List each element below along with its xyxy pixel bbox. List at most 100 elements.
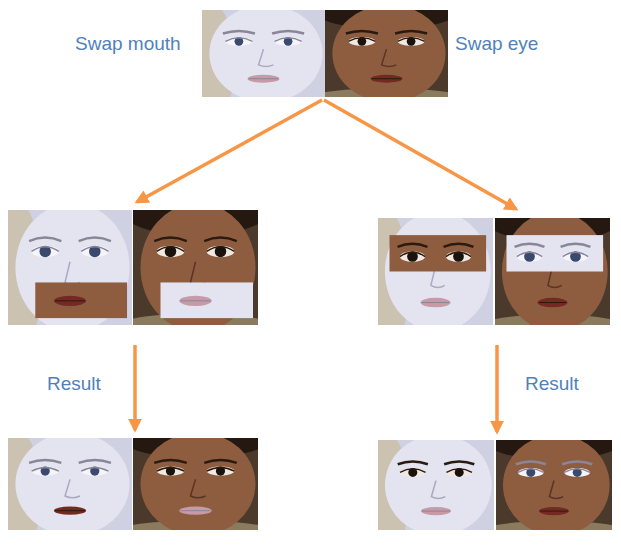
lips xyxy=(538,298,568,308)
eyelid xyxy=(207,467,235,471)
eyebrow xyxy=(154,460,187,463)
face-skin xyxy=(385,440,492,530)
flow-arrow xyxy=(495,345,499,432)
face-skin xyxy=(209,10,322,97)
lip-line xyxy=(422,511,450,512)
face-photo xyxy=(496,440,612,530)
lip-line xyxy=(249,78,279,79)
eyelid xyxy=(157,247,185,252)
eyelid xyxy=(398,38,425,41)
eye-white xyxy=(207,467,235,476)
face-skin xyxy=(15,210,129,325)
lip-line xyxy=(540,511,568,512)
eye-white xyxy=(157,467,185,476)
nose xyxy=(431,481,445,499)
eyebrow xyxy=(444,244,474,247)
lip-line xyxy=(422,302,450,303)
eyelid xyxy=(348,38,375,41)
step-label: Result xyxy=(523,373,581,396)
face-skin xyxy=(502,218,608,325)
lips xyxy=(371,75,403,83)
eyelid xyxy=(446,469,472,473)
face-photo xyxy=(133,438,258,530)
lips xyxy=(421,298,451,308)
swapped-patch xyxy=(507,235,604,271)
lips xyxy=(179,507,212,515)
step-label: Swap eye xyxy=(453,33,540,56)
eyebrow xyxy=(398,462,428,465)
eyebrow xyxy=(395,31,427,34)
face-photo xyxy=(378,218,493,325)
nose xyxy=(191,479,206,497)
face-skin xyxy=(385,218,491,325)
eyelid xyxy=(518,469,544,473)
eyebrow xyxy=(154,238,187,241)
nose xyxy=(549,481,563,499)
eye-white xyxy=(398,37,425,46)
eyelid xyxy=(157,467,185,471)
flow-arrow xyxy=(324,100,516,209)
eyebrow xyxy=(516,462,546,465)
eye-white xyxy=(225,37,252,46)
lips xyxy=(54,507,86,515)
face-photo xyxy=(133,210,258,325)
eyebrow xyxy=(204,238,237,241)
eyebrow xyxy=(515,244,545,247)
eye-white xyxy=(348,37,375,46)
face-photo xyxy=(8,210,132,325)
nose xyxy=(259,49,274,66)
eye-white xyxy=(518,468,544,477)
face-photo xyxy=(8,438,132,530)
eyebrow xyxy=(29,238,61,241)
face-photo xyxy=(325,10,448,97)
eyebrow xyxy=(223,31,255,34)
eyelid xyxy=(275,38,302,41)
eyelid xyxy=(32,467,59,471)
face-skin xyxy=(141,210,256,325)
lips xyxy=(54,296,86,306)
eyelid xyxy=(446,252,471,256)
lips xyxy=(179,296,212,306)
face-skin xyxy=(141,438,256,530)
step-label: Swap mouth xyxy=(73,33,183,56)
eyelid xyxy=(32,247,59,252)
eyelid xyxy=(81,247,108,252)
eye-white xyxy=(446,468,472,477)
eyebrow xyxy=(204,460,237,463)
eye-white xyxy=(400,251,425,262)
swapped-patch xyxy=(390,235,487,271)
eyelid xyxy=(81,467,108,471)
eyebrow xyxy=(346,31,378,34)
eye-white xyxy=(81,467,108,476)
eyelid xyxy=(207,247,235,252)
lip-line xyxy=(181,510,211,511)
eyebrow xyxy=(562,462,592,465)
eye-white xyxy=(564,468,590,477)
eyebrow xyxy=(29,460,61,463)
face-skin xyxy=(503,440,610,530)
eyelid xyxy=(400,469,426,473)
face-skin xyxy=(15,438,129,530)
eye-white xyxy=(400,468,426,477)
eyelid xyxy=(400,252,425,256)
face-skin xyxy=(332,10,445,97)
face-photo xyxy=(495,218,610,325)
eye-white xyxy=(157,246,185,258)
eye-white xyxy=(207,246,235,258)
eye-white xyxy=(32,246,59,258)
lips xyxy=(248,75,280,83)
eye-white xyxy=(32,467,59,476)
eyebrow xyxy=(79,460,111,463)
eyebrow xyxy=(444,462,474,465)
eyebrow xyxy=(79,238,111,241)
eyebrow xyxy=(561,244,591,247)
eyelid xyxy=(517,252,542,256)
swapped-patch xyxy=(161,282,254,318)
eyebrow xyxy=(272,31,304,34)
step-label: Result xyxy=(45,373,103,396)
nose xyxy=(65,479,80,497)
eyebrow xyxy=(398,244,428,247)
eye-white xyxy=(563,251,588,262)
